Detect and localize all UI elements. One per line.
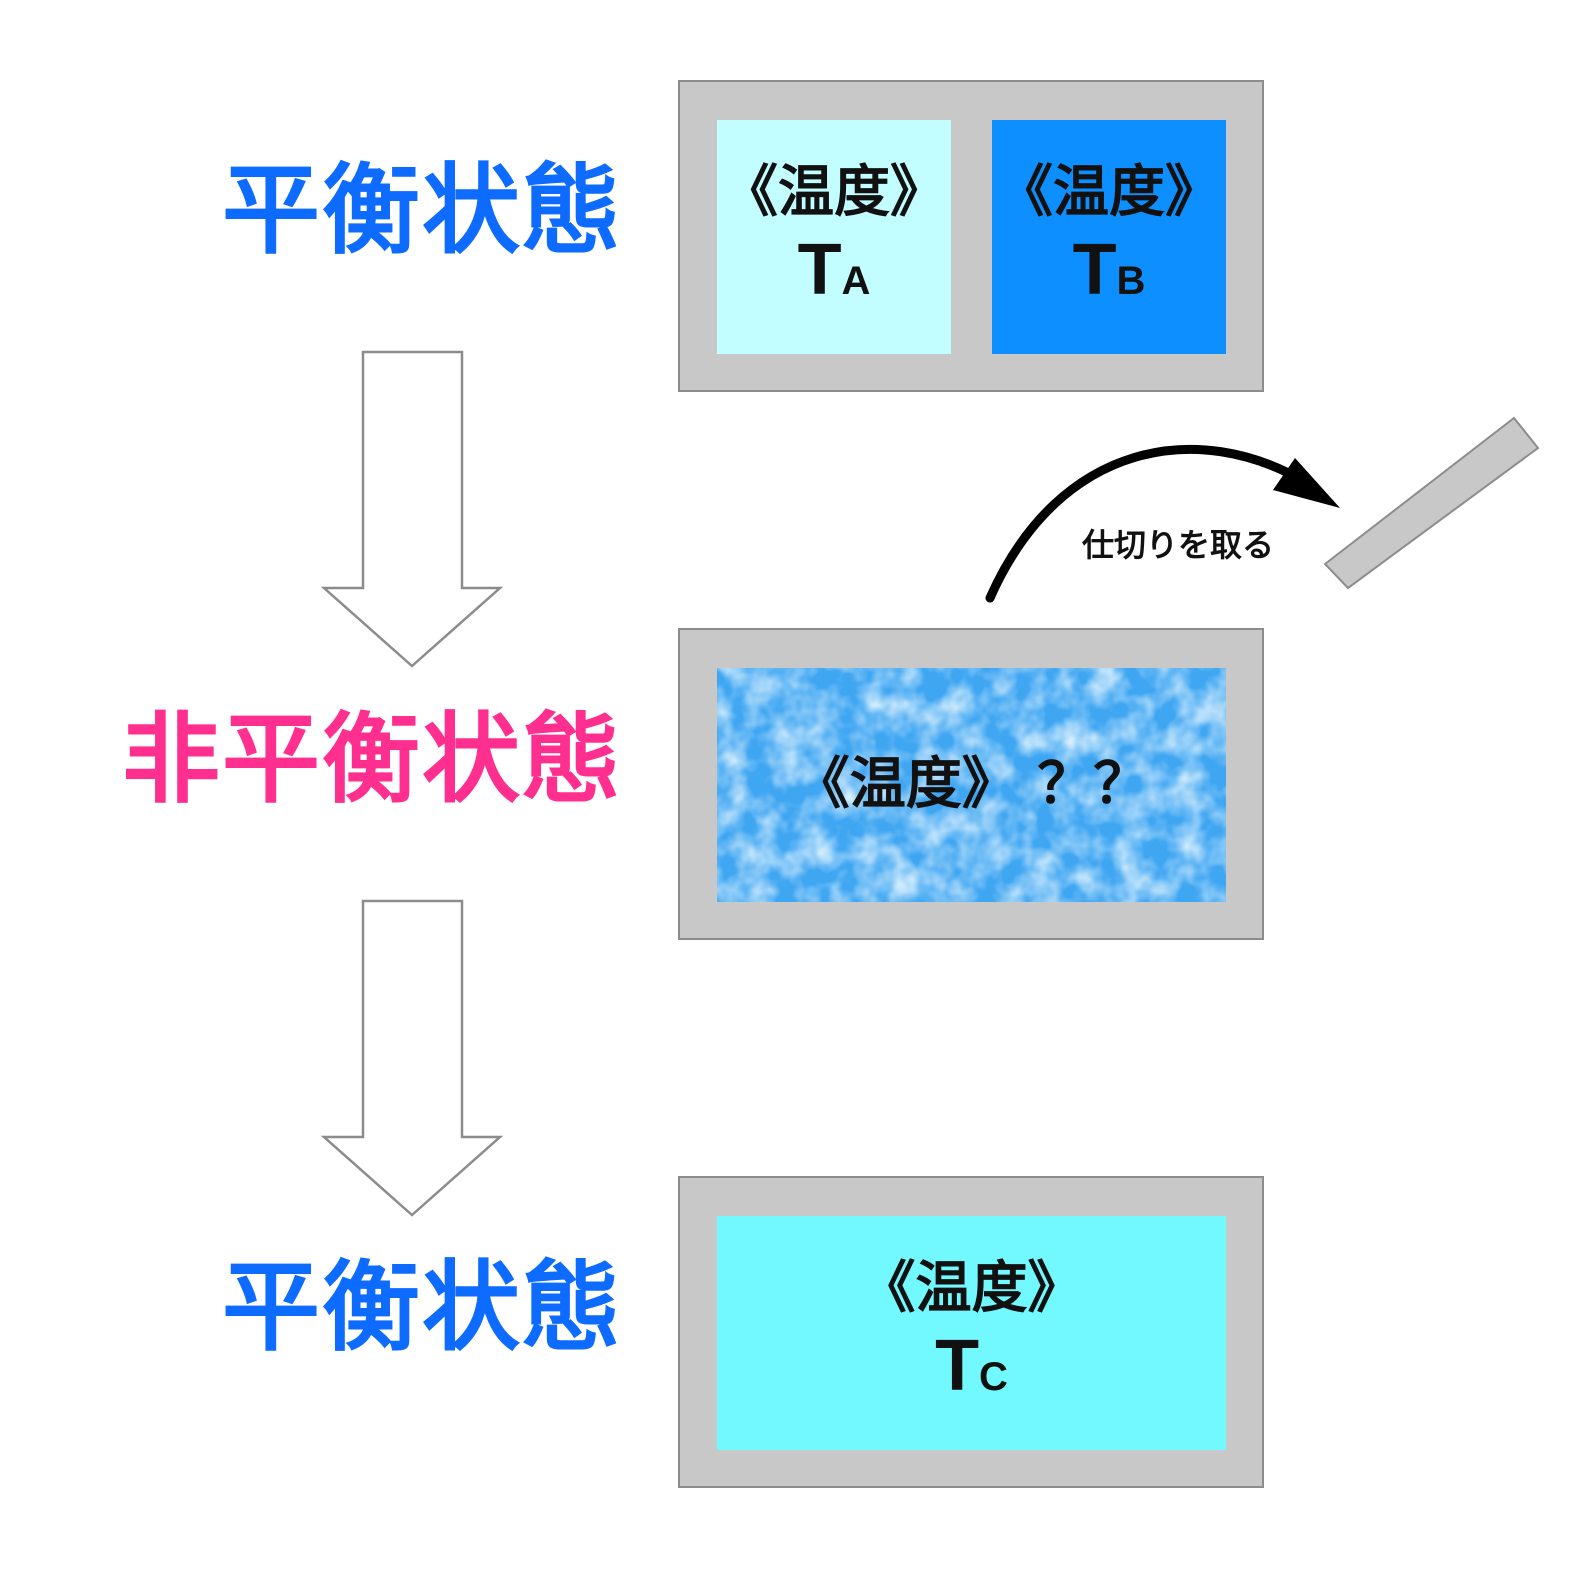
- down-arrow-1: [320, 350, 504, 668]
- compartment-b: 《温度》 TB: [992, 120, 1226, 354]
- temperature-subscript-c: C: [979, 1355, 1008, 1399]
- removal-arrow-curve: [985, 444, 1310, 603]
- container-bottom: 《温度》 TC: [678, 1176, 1264, 1488]
- temperature-unknown-label: 《温度》 ？？: [793, 751, 1150, 817]
- removal-arrowhead: [1273, 458, 1340, 508]
- container-top: 《温度》 TA 《温度》 TB: [678, 80, 1264, 392]
- temperature-subscript-a: A: [841, 259, 871, 303]
- container-middle: 《温度》 ？？: [678, 628, 1264, 940]
- down-arrow-2: [320, 899, 504, 1217]
- state-label-bottom: 平衡状態: [221, 1251, 622, 1365]
- removed-partition: [1323, 416, 1540, 590]
- temperature-subscript-b: B: [1116, 259, 1146, 303]
- mixed-region: 《温度》 ？？: [717, 668, 1226, 902]
- state-label-middle: 非平衡状態: [121, 703, 622, 817]
- compartment-a: 《温度》 TA: [717, 120, 951, 354]
- mixed-texture: [717, 668, 1226, 902]
- state-label-top: 平衡状態: [221, 154, 622, 268]
- temperature-label-c: 《温度》: [859, 1255, 1084, 1321]
- temperature-label-b: 《温度》: [997, 159, 1221, 225]
- compartment-c: 《温度》 TC: [717, 1216, 1226, 1450]
- temperature-symbol-c: TC: [935, 1326, 1008, 1406]
- remove-partition-label: 仕切りを取る: [1082, 526, 1275, 564]
- temperature-symbol-b: TB: [1072, 230, 1146, 310]
- temperature-label-a: 《温度》: [722, 159, 946, 225]
- temperature-symbol-a: TA: [797, 230, 871, 310]
